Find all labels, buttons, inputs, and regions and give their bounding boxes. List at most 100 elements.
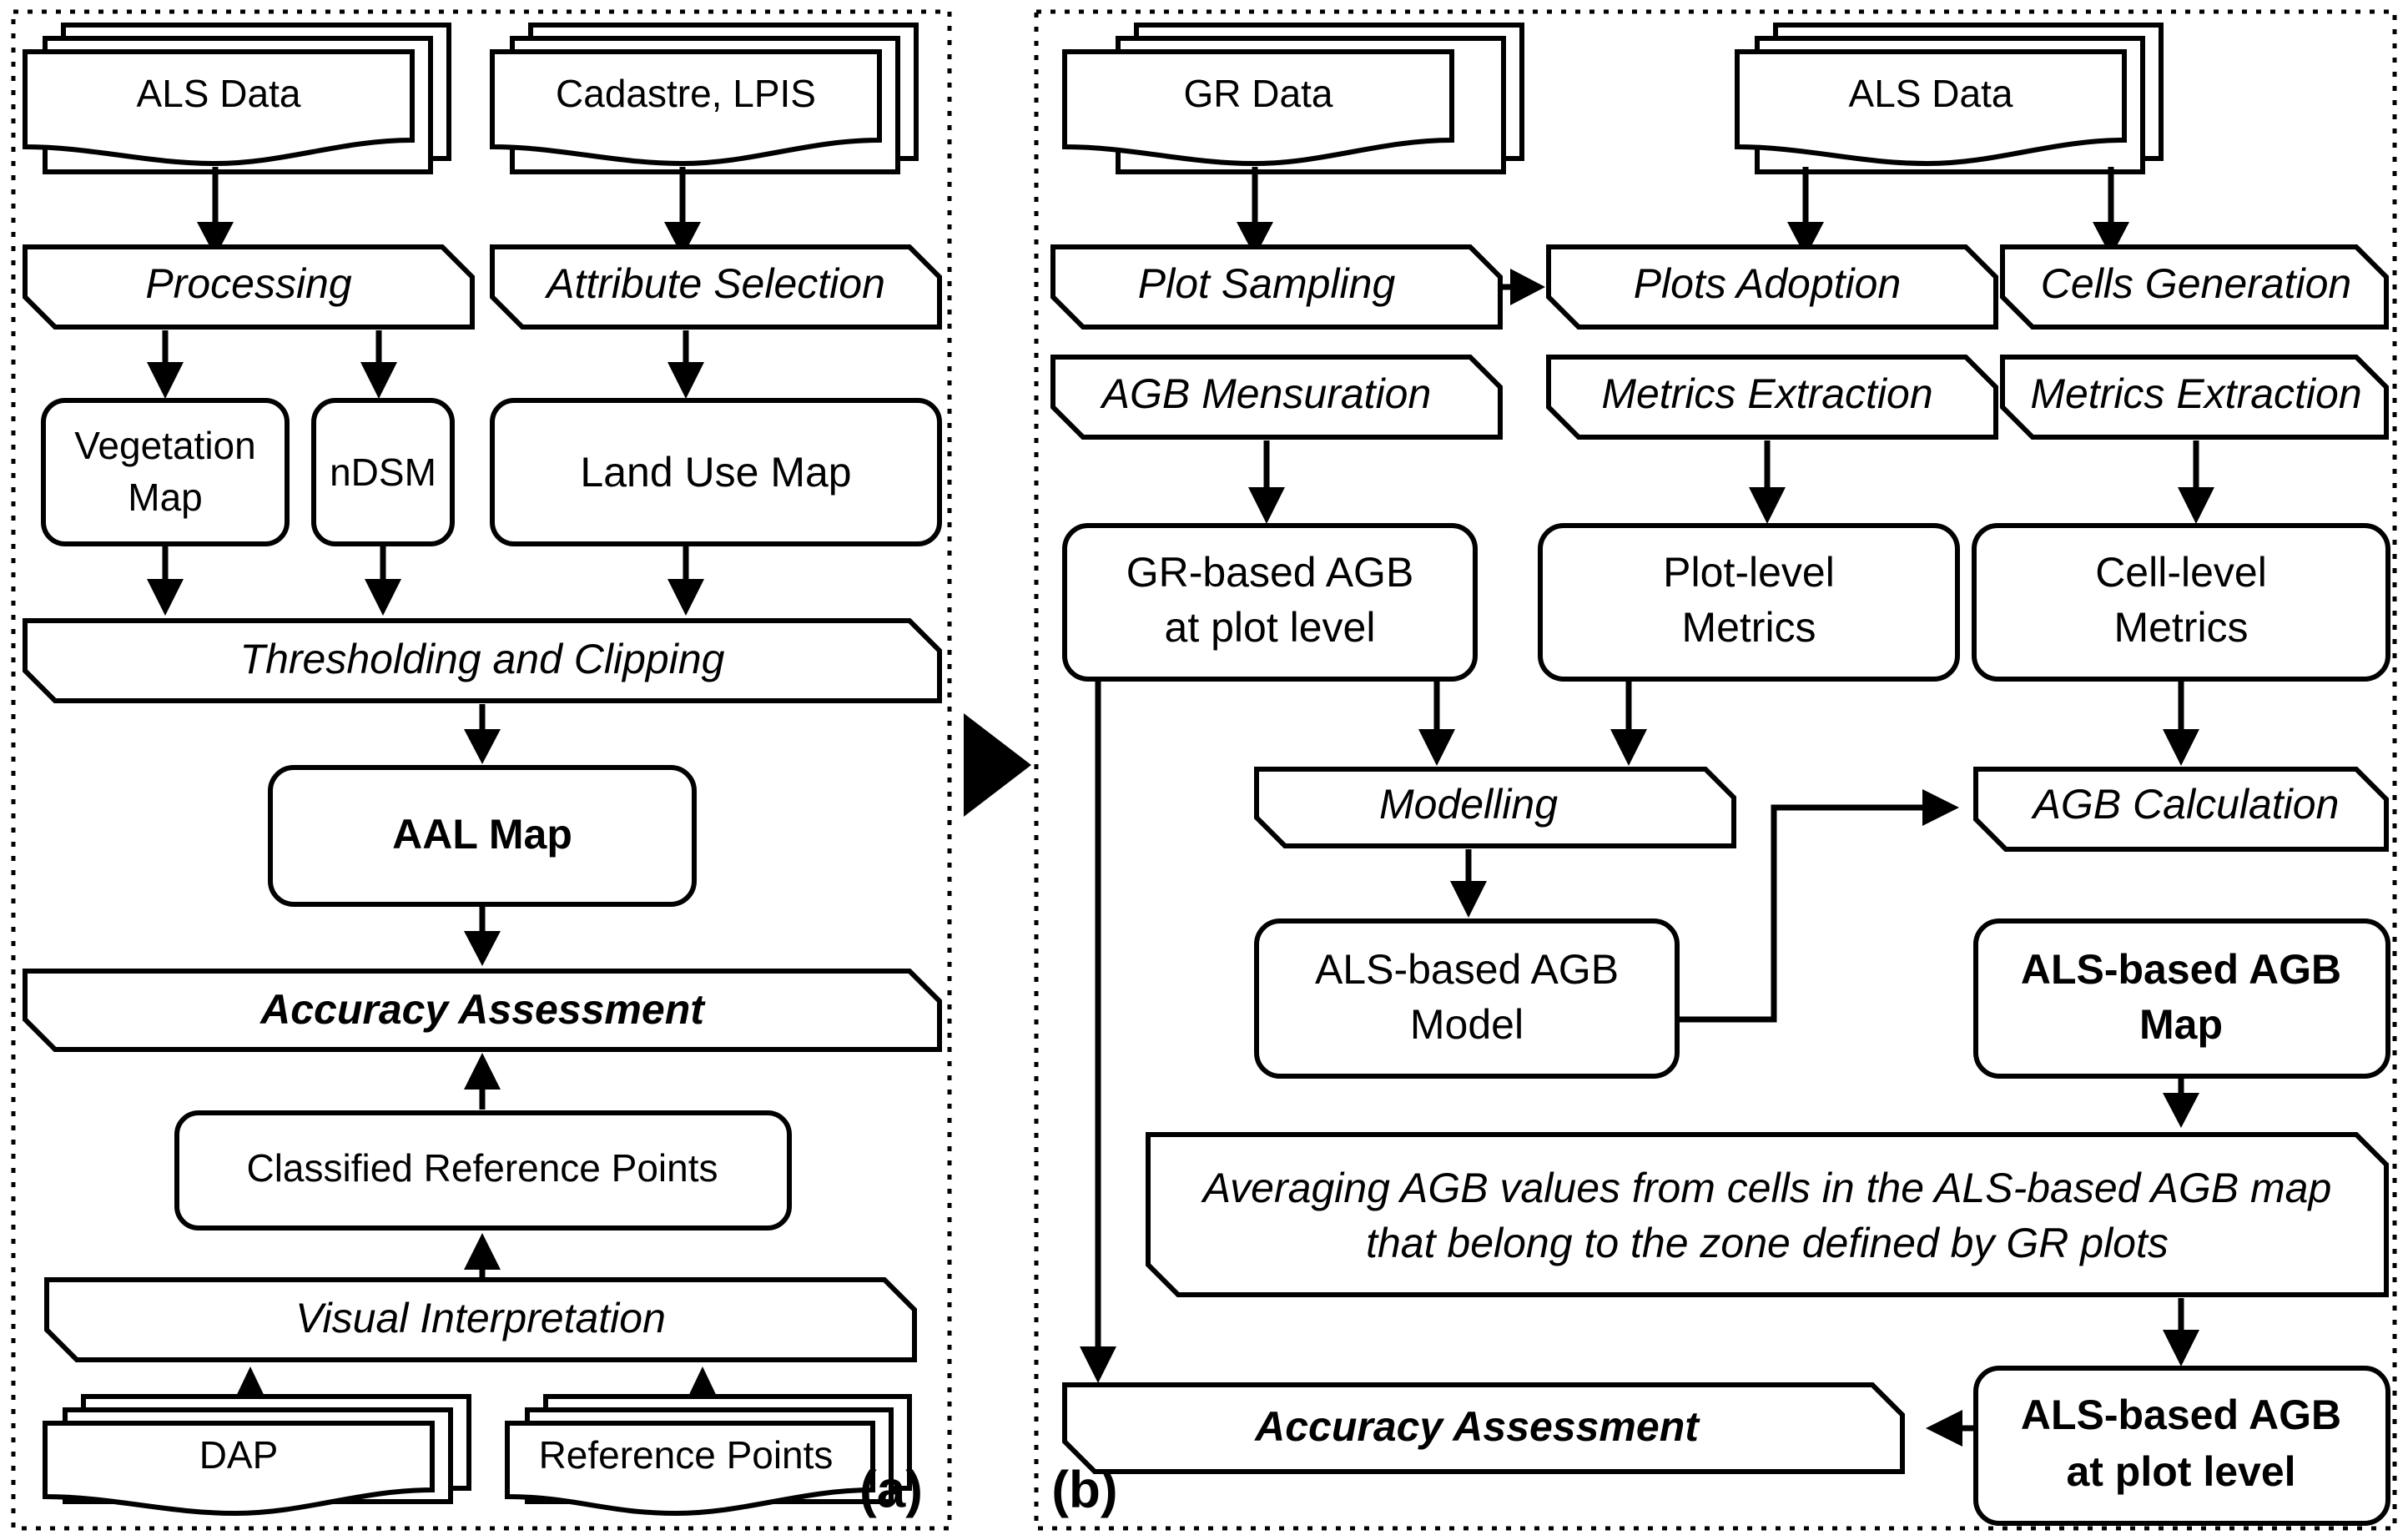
node-a-ndsm-label: nDSM [330, 450, 436, 494]
node-b-als-data: ALS Data [1735, 23, 2164, 174]
node-b-agb-calculation: AGB Calculation [1973, 767, 2389, 852]
node-a-classified-reference-points-label: Classified Reference Points [246, 1146, 718, 1190]
node-b-als-based-agb-plot-level-line1: ALS-based AGB [2021, 1392, 2341, 1438]
edge-b-map-to-averaging [2163, 1078, 2199, 1128]
play-triangle-icon [964, 713, 1031, 817]
node-a-als-data: ALS Data [23, 23, 451, 174]
node-b-gr-data: GR Data [1062, 23, 1524, 174]
node-a-cadastre-lpis: Cadastre, LPIS [490, 23, 919, 174]
node-a-reference-points: Reference Points [505, 1394, 912, 1517]
node-b-plots-adoption: Plots Adoption [1546, 244, 1998, 330]
edge-a-thresholding-to-aalmap [464, 704, 501, 764]
node-b-metrics-extraction-plot-label: Metrics Extraction [1601, 370, 1932, 417]
edge-b-alsdata-to-cellsgeneration [2093, 167, 2129, 257]
node-a-accuracy-assessment: Accuracy Assessment [23, 969, 942, 1052]
node-b-metrics-extraction-plot: Metrics Extraction [1546, 355, 1998, 440]
node-b-als-based-agb-map: ALS-based AGB Map [1973, 918, 2390, 1079]
node-b-cell-level-metrics-line2: Metrics [2113, 604, 2248, 651]
node-b-als-data-label: ALS Data [1849, 72, 2013, 115]
edge-b-modelling-to-model [1450, 849, 1487, 918]
node-b-agb-calculation-label: AGB Calculation [2031, 781, 2340, 828]
edge-a-processing-to-vegetation [147, 330, 184, 399]
edge-a-cadastre-to-attribute [664, 167, 701, 257]
edge-a-landuse-to-thresholding [667, 546, 704, 616]
node-b-metrics-extraction-cell-label: Metrics Extraction [2030, 370, 2361, 417]
node-b-modelling-label: Modelling [1379, 781, 1558, 828]
node-a-visual-interpretation-label: Visual Interpretation [295, 1295, 666, 1341]
node-a-thresholding-clipping: Thresholding and Clipping [23, 618, 942, 703]
node-b-averaging: Averaging AGB values from cells in the A… [1146, 1132, 2389, 1297]
edge-b-plotlevelagb-to-accuracy [1926, 1410, 1974, 1447]
node-b-agb-mensuration-label: AGB Mensuration [1100, 370, 1432, 417]
edge-a-aalmap-to-accuracy [464, 906, 501, 966]
node-b-als-based-agb-map-line1: ALS-based AGB [2021, 946, 2341, 993]
node-a-thresholding-clipping-label: Thresholding and Clipping [240, 636, 725, 682]
node-b-als-based-agb-plot-level: ALS-based AGB at plot level [1973, 1366, 2390, 1526]
node-a-attribute-selection-label: Attribute Selection [544, 260, 885, 307]
node-a-processing-label: Processing [145, 260, 352, 307]
node-a-accuracy-assessment-label: Accuracy Assessment [259, 986, 706, 1033]
node-b-accuracy-assessment: Accuracy Assessment [1062, 1382, 1905, 1474]
node-a-visual-interpretation: Visual Interpretation [44, 1277, 917, 1362]
node-b-cell-level-metrics-line1: Cell-level [2095, 549, 2267, 596]
node-b-modelling: Modelling [1254, 767, 1736, 848]
panel-a-border [11, 9, 952, 1531]
node-b-gr-based-agb-line2: at plot level [1165, 604, 1376, 651]
node-b-plots-adoption-label: Plots Adoption [1634, 260, 1902, 307]
node-a-aal-map-label: AAL Map [392, 811, 572, 858]
edge-a-crp-to-accuracy [464, 1053, 501, 1110]
node-a-als-data-label: ALS Data [137, 72, 301, 115]
node-b-plot-sampling: Plot Sampling [1050, 244, 1503, 330]
edge-b-averaging-to-plotlevelagb [2163, 1298, 2199, 1366]
node-b-als-based-agb-model: ALS-based AGB Model [1254, 918, 1680, 1079]
node-a-aal-map: AAL Map [268, 765, 697, 907]
edge-a-vegetation-to-thresholding [147, 546, 184, 616]
edge-b-agbmensuration-to-grabg [1248, 440, 1285, 524]
node-a-dap: DAP [43, 1394, 471, 1517]
node-b-gr-based-agb-line1: GR-based AGB [1126, 549, 1414, 596]
node-b-als-based-agb-model-line2: Model [1410, 1001, 1524, 1048]
panel-b-border [1034, 9, 2397, 1531]
edge-b-plotsampling-to-plotsadoption [1500, 269, 1545, 305]
node-a-attribute-selection: Attribute Selection [490, 244, 942, 330]
node-b-cells-generation: Cells Generation [2000, 244, 2389, 330]
node-a-ndsm: nDSM [311, 398, 455, 546]
node-b-plot-level-metrics: Plot-level Metrics [1538, 523, 1960, 682]
node-b-gr-data-label: GR Data [1184, 72, 1333, 115]
node-a-vegetation-map: Vegetation Map [41, 398, 290, 546]
node-b-plot-level-metrics-line1: Plot-level [1663, 549, 1835, 596]
node-a-processing: Processing [23, 244, 475, 330]
edge-b-alsdata-to-plotsadoption [1787, 167, 1824, 257]
node-b-cell-level-metrics: Cell-level Metrics [1972, 523, 2390, 682]
node-a-vegetation-map-line2: Map [128, 476, 202, 519]
node-b-als-based-agb-model-line1: ALS-based AGB [1315, 946, 1619, 993]
edge-a-ndsm-to-thresholding [365, 546, 401, 616]
node-b-plot-sampling-label: Plot Sampling [1138, 260, 1396, 307]
node-b-cells-generation-label: Cells Generation [2041, 260, 2351, 307]
node-b-gr-based-agb-plot-level: GR-based AGB at plot level [1062, 523, 1478, 682]
node-a-cadastre-lpis-label: Cadastre, LPIS [556, 72, 816, 115]
node-a-classified-reference-points: Classified Reference Points [174, 1110, 792, 1230]
edge-a-processing-to-ndsm [360, 330, 397, 399]
node-a-dap-label: DAP [199, 1433, 279, 1477]
edge-a-attribute-to-landuse [667, 330, 704, 399]
edge-b-grabg-to-accuracy [1080, 681, 1116, 1383]
edge-b-grdata-to-plotsampling [1237, 167, 1273, 257]
edge-b-celllevel-to-agbcalculation [2163, 681, 2199, 766]
node-b-als-based-agb-plot-level-line2: at plot level [2066, 1448, 2295, 1495]
node-a-land-use-map-label: Land Use Map [580, 449, 851, 496]
node-b-plot-level-metrics-line2: Metrics [1681, 604, 1816, 651]
panel-b-label: (b) [1051, 1461, 1117, 1518]
panel-a-label: (a) [859, 1461, 923, 1518]
node-b-metrics-extraction-cell: Metrics Extraction [2000, 355, 2389, 440]
node-b-averaging-line1: Averaging AGB values from cells in the A… [1201, 1165, 2332, 1211]
edge-b-metricsplot-to-plotlevel [1749, 440, 1786, 524]
edge-b-grabg-to-modelling [1418, 681, 1455, 766]
node-b-agb-mensuration: AGB Mensuration [1050, 355, 1503, 440]
node-b-accuracy-assessment-label: Accuracy Assessment [1253, 1403, 1700, 1450]
node-b-averaging-line2: that belong to the zone defined by GR pl… [1366, 1220, 2169, 1266]
edge-b-model-to-agbcalculation [1677, 789, 1959, 1023]
node-a-vegetation-map-line1: Vegetation [74, 424, 255, 467]
